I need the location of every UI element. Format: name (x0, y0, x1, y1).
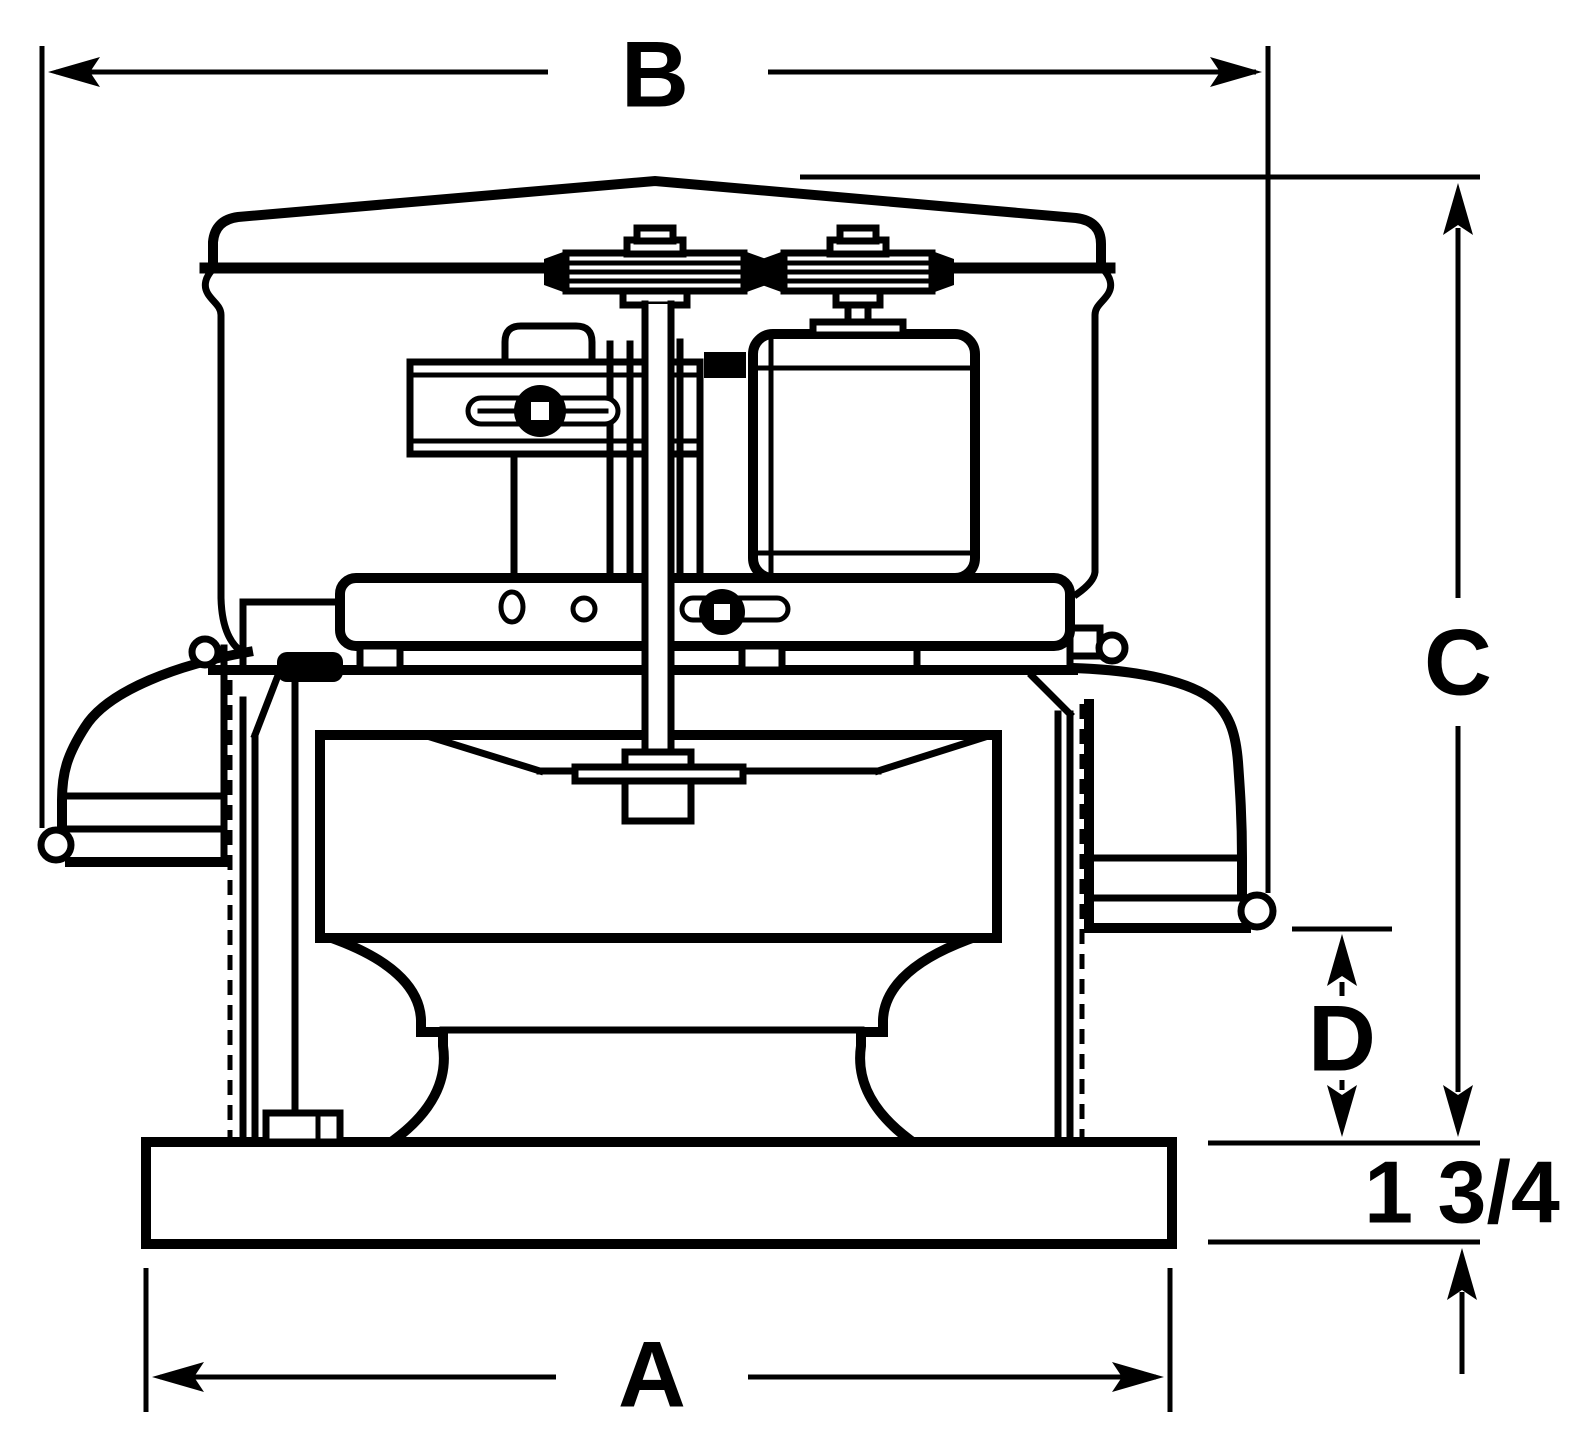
windband-right-rolled-edge (1237, 891, 1277, 931)
support-foot-left (262, 1109, 344, 1146)
dim-d-arrow-down (1327, 1085, 1357, 1137)
windband-left (37, 644, 254, 867)
dim-b-label: B (621, 22, 689, 127)
fan-shaft (571, 300, 747, 825)
sheave-left-flange-l (544, 251, 566, 293)
sheave-right-flange-l (762, 251, 784, 293)
plate-adjust-nut (714, 604, 730, 620)
dimension-windband-to-curb: D (1292, 926, 1392, 1137)
sheave-left-hub-bottom (619, 287, 691, 309)
motor-housing (748, 329, 980, 583)
sheave-right-cap (836, 224, 880, 245)
sheave-left-flange-r (744, 251, 766, 293)
bracket-motor-tab (704, 352, 746, 378)
dim-b-arrow-right (1210, 57, 1262, 87)
gasket (277, 652, 343, 682)
dim-b-arrow-left (48, 57, 100, 87)
dim-d-arrow-up (1327, 934, 1357, 986)
sheave-left-grooves (563, 260, 747, 284)
plate-foot-left (356, 642, 404, 674)
windband-left-outer (57, 646, 254, 845)
venturi-profile-left (330, 933, 449, 1147)
curb-supports (227, 671, 1085, 1146)
dim-c-arrow-up (1443, 183, 1473, 235)
venturi-profile-right (855, 933, 974, 1147)
deck-rolled-edge-left (188, 635, 222, 669)
hood-outline (208, 175, 1106, 273)
venturi-cone-left (425, 732, 545, 776)
sheave-left-cap (633, 224, 677, 245)
brace-left (250, 673, 282, 740)
venturi-bowl (330, 933, 974, 1147)
dimension-overall-width: B (39, 22, 1271, 893)
hood-skirt-right (1072, 263, 1115, 599)
dim-d-label: D (1308, 986, 1376, 1091)
motor-sheave (762, 224, 954, 339)
fan-assembly (37, 175, 1277, 1249)
dim-base-label: 1 3/4 (1364, 1143, 1560, 1242)
plate-hole-2 (570, 595, 598, 623)
hood-skirt-left (201, 263, 247, 657)
shaft-fill (645, 304, 671, 754)
dimension-curb-cap-height: 1 3/4 (1208, 1143, 1560, 1374)
windband-left-rolled-edge (37, 826, 75, 864)
motor-shaft-cap (809, 318, 907, 339)
dim-a-arrow-right (1112, 1362, 1164, 1392)
deck-rolled-edge-right (1095, 631, 1129, 665)
dimension-base-width: A (143, 1268, 1173, 1427)
hub-block (621, 777, 695, 825)
dim-a-arrow-left (152, 1362, 204, 1392)
motor (748, 329, 980, 583)
sheave-right-flange-r (932, 251, 954, 293)
plate-step-under-motor (913, 642, 1074, 674)
dim-a-label: A (618, 1322, 686, 1427)
dim-c-label: C (1424, 610, 1492, 715)
roof-curb-base (141, 1137, 1177, 1249)
venturi-cone-right (873, 732, 990, 776)
pedestal-block (501, 322, 596, 366)
plate-foot-right (738, 642, 786, 674)
dim-c-arrow-down (1443, 1085, 1473, 1137)
brace-right (1027, 671, 1075, 719)
windband-right-outer (1067, 662, 1247, 901)
windband-right (1067, 662, 1277, 933)
plate-hole-1 (498, 589, 526, 625)
drive-frame-plate (335, 573, 1075, 674)
drive-sheave (544, 224, 766, 309)
bracket-adjust-nut (531, 402, 549, 420)
dimension-overall-height: C (800, 174, 1492, 1146)
dim-base-arrow-up (1447, 1248, 1477, 1300)
motor-mount-bracket (406, 322, 746, 582)
sheave-right-grooves (781, 260, 935, 284)
